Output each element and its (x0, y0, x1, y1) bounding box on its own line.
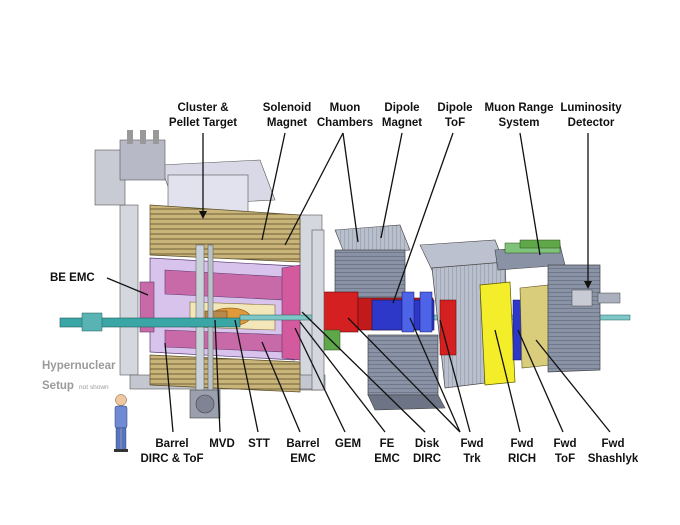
beam-pipe (59, 312, 631, 332)
label-fwd-rich-l2: RICH (508, 453, 536, 465)
label-muon-chambers-l1: Muon (330, 102, 361, 114)
label-fe-emc-l2: EMC (374, 453, 400, 465)
label-cluster-l2: Pellet Target (169, 117, 237, 129)
target-spectrometer (94, 130, 326, 419)
top-labels: Cluster & Pellet Target Solenoid Magnet … (169, 102, 622, 129)
label-gem: GEM (335, 438, 361, 450)
label-dipole-tof-l2: ToF (445, 117, 465, 129)
label-fwd-shashlyk-l1: Fwd (602, 438, 625, 450)
label-muon-chambers-l2: Chambers (317, 117, 373, 129)
label-fe-emc-l1: FE (380, 438, 395, 450)
label-hypernuclear-l1: Hypernuclear (42, 360, 116, 372)
side-labels: BE EMC Hypernuclear Setup not shown (42, 272, 116, 392)
forward-spectrometer (419, 239, 621, 389)
label-fwd-trk-l1: Fwd (461, 438, 484, 450)
label-dipole-magnet-l2: Magnet (382, 117, 422, 129)
detector-illustration (59, 130, 631, 452)
human-figure (114, 394, 128, 452)
dipole-magnet (311, 224, 446, 411)
label-barrel-emc-l1: Barrel (286, 438, 319, 450)
label-fwd-rich-l1: Fwd (511, 438, 534, 450)
leader-lines (106, 132, 611, 433)
label-solenoid-l1: Solenoid (263, 102, 312, 114)
label-barrel-dirc-l2: DIRC & ToF (140, 453, 203, 465)
label-fwd-tof-l1: Fwd (554, 438, 577, 450)
label-mvd: MVD (209, 438, 235, 450)
label-fwd-trk-l2: Trk (463, 453, 481, 465)
label-disk-dirc-l1: Disk (415, 438, 440, 450)
label-cluster-l1: Cluster & (177, 102, 228, 114)
label-not-shown: not shown (79, 384, 109, 391)
bottom-labels: Barrel DIRC & ToF MVD STT Barrel EMC GEM… (140, 438, 638, 465)
label-hypernuclear-l2: Setup (42, 380, 74, 392)
label-barrel-dirc-l1: Barrel (155, 438, 188, 450)
label-muon-range-l1: Muon Range (485, 102, 554, 114)
label-luminosity-l1: Luminosity (560, 102, 622, 114)
label-stt: STT (248, 438, 270, 450)
label-fwd-tof-l2: ToF (555, 453, 575, 465)
label-luminosity-l2: Detector (568, 117, 615, 129)
label-dipole-tof-l1: Dipole (437, 102, 472, 114)
label-barrel-emc-l2: EMC (290, 453, 316, 465)
label-be-emc: BE EMC (50, 272, 95, 284)
label-disk-dirc-l2: DIRC (413, 453, 441, 465)
label-solenoid-l2: Magnet (267, 117, 307, 129)
label-dipole-magnet-l1: Dipole (384, 102, 419, 114)
label-muon-range-l2: System (499, 117, 540, 129)
label-fwd-shashlyk-l2: Shashlyk (588, 453, 639, 465)
